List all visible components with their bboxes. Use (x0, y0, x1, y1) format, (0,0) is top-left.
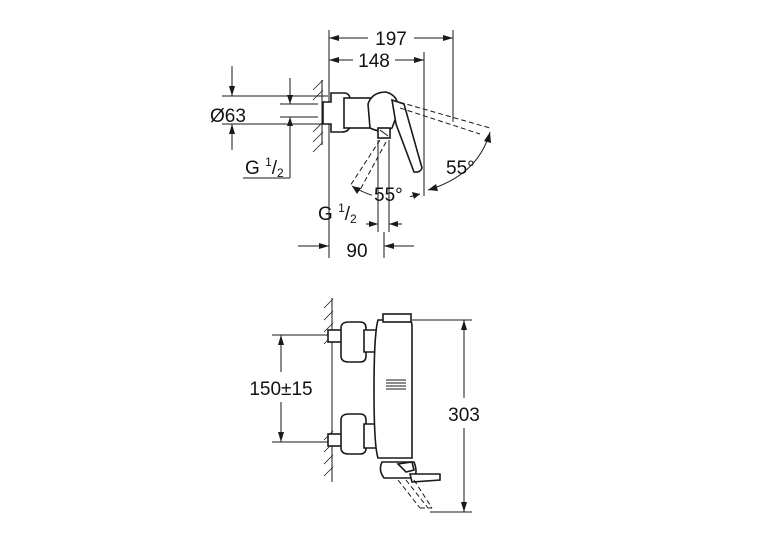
dim-90: 90 (298, 192, 414, 262)
wall-hatch-top (312, 79, 324, 153)
dim-90-label: 90 (346, 241, 367, 262)
front-view: 150±15 (249, 298, 480, 513)
thread-outlet-label: G 1/2 (318, 201, 357, 226)
mixer-front-body (373, 313, 413, 459)
dim-303-label: 303 (448, 405, 480, 426)
dim-150: 150±15 (249, 334, 333, 443)
thread-left-label: G 1/2 (245, 155, 284, 180)
dim-diameter: Ø63 (210, 66, 328, 150)
angle-left-label: 55° (374, 185, 403, 206)
dim-197: 197 (329, 26, 453, 50)
dim-148: 148 (329, 49, 424, 72)
lever-rotation: 55° 55° (349, 99, 491, 206)
outlet-front (379, 461, 441, 509)
dim-303: 303 (412, 319, 480, 513)
wall-hatch-front (323, 298, 334, 482)
dim-diameter-label: Ø63 (210, 106, 246, 127)
dim-148-label: 148 (358, 51, 390, 72)
thread-left-dim: G 1/2 (243, 78, 318, 180)
dim-150-label: 150±15 (249, 379, 312, 400)
top-view: 197 148 Ø63 (210, 26, 491, 262)
angle-right-label: 55° (446, 158, 475, 179)
thread-outlet-dim: G 1/2 (318, 140, 402, 232)
dim-197-label: 197 (375, 29, 407, 50)
mixer-top-body (322, 91, 423, 173)
